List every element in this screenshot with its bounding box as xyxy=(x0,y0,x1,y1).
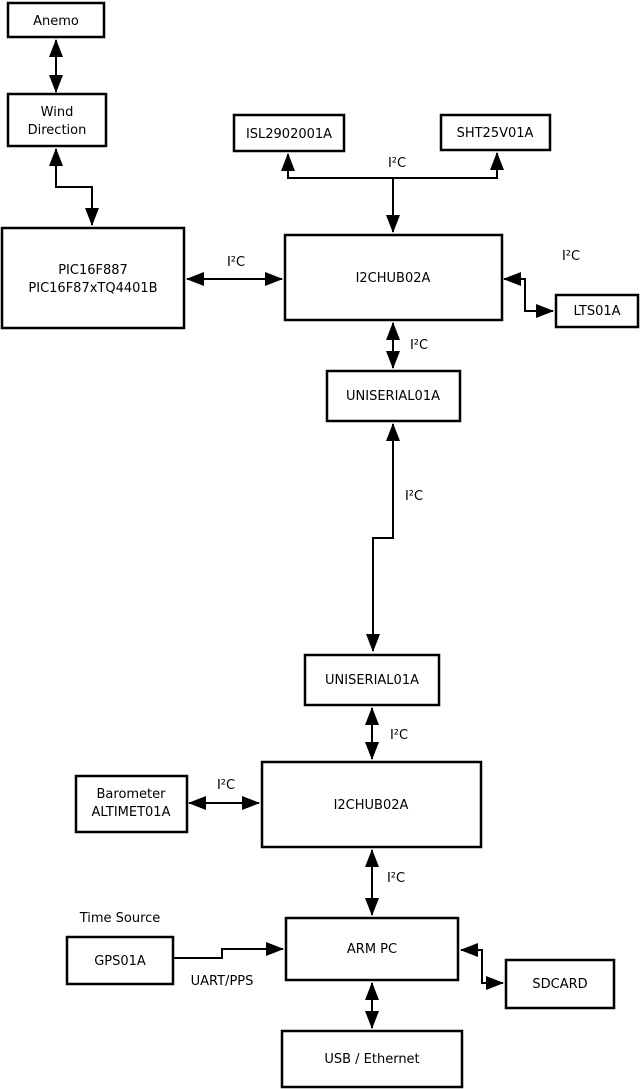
isl-label: ISL2902001A xyxy=(246,127,332,142)
anemo-box-rect xyxy=(6,1,106,39)
connector-hub-top-lts xyxy=(503,272,554,318)
lts-box: LTS01A xyxy=(554,293,640,329)
connector-wind-pic xyxy=(49,148,99,226)
lts-label: LTS01A xyxy=(573,304,620,319)
i2c-label-uniserial-link: I²C xyxy=(405,489,423,504)
anemo-box: Anemo xyxy=(6,1,106,39)
pic-box: PIC16F887 PIC16F87xTQ4401B xyxy=(0,226,186,330)
i2c-hub-top-box: I2CHUB02A xyxy=(283,233,504,322)
i2c-label-sensor-branch: I²C xyxy=(388,156,406,171)
uniserial-bottom-label: UNISERIAL01A xyxy=(325,673,419,688)
connector-uniserial-top-uniserial-bottom xyxy=(366,423,400,652)
i2c-hub-bottom-label: I2CHUB02A xyxy=(334,798,409,813)
i2c-label-uniserial-hub2: I²C xyxy=(390,728,408,743)
i2c-hub-bottom-box: I2CHUB02A xyxy=(260,760,483,849)
wind-direction-box-rect xyxy=(6,92,108,148)
gps-box-rect xyxy=(65,935,175,986)
sdcard-box-rect xyxy=(504,958,616,1010)
arm-pc-label: ARM PC xyxy=(347,942,397,957)
uniserial-top-box: UNISERIAL01A xyxy=(325,369,462,423)
uniserial-bottom-box: UNISERIAL01A xyxy=(303,653,441,707)
barometer-label-line1: Barometer xyxy=(97,787,167,802)
barometer-box: Barometer ALTIMET01A xyxy=(74,774,189,834)
uniserial-bottom-box-rect xyxy=(303,653,441,707)
i2c-label-pic-hub: I²C xyxy=(227,255,245,270)
usb-ethernet-label: USB / Ethernet xyxy=(324,1052,419,1067)
anemo-label: Anemo xyxy=(33,14,79,29)
time-source-label: Time Source xyxy=(79,911,161,926)
lts-box-rect xyxy=(554,293,640,329)
usb-ethernet-box: USB / Ethernet xyxy=(280,1029,464,1089)
i2c-label-hub2-armpc: I²C xyxy=(387,871,405,886)
arm-pc-box: ARM PC xyxy=(284,916,460,982)
arm-pc-box-rect xyxy=(284,916,460,982)
wind-direction-box: Wind Direction xyxy=(6,92,108,148)
isl-box-rect xyxy=(232,113,346,153)
pic-label-line2: PIC16F87xTQ4401B xyxy=(28,281,157,296)
isl-box: ISL2902001A xyxy=(232,113,346,153)
uniserial-top-label: UNISERIAL01A xyxy=(346,389,440,404)
pic-label-line1: PIC16F887 xyxy=(58,263,128,278)
i2c-label-hub-uniserial: I²C xyxy=(410,338,428,353)
pic-box-rect xyxy=(0,226,186,330)
usb-ethernet-box-rect xyxy=(280,1029,464,1089)
wind-direction-label-line2: Direction xyxy=(28,123,87,138)
connector-gps-armpc xyxy=(173,942,284,959)
sht-box: SHT25V01A xyxy=(439,113,552,152)
sdcard-box: SDCARD xyxy=(504,958,616,1010)
i2c-hub-bottom-box-rect xyxy=(260,760,483,849)
i2c-label-hub-lts: I²C xyxy=(562,249,580,264)
sht-box-rect xyxy=(439,113,552,152)
uart-pps-label: UART/PPS xyxy=(191,974,254,989)
connector-armpc-sdcard xyxy=(460,943,504,990)
gps-label: GPS01A xyxy=(94,954,146,969)
sht-label: SHT25V01A xyxy=(457,126,534,141)
barometer-box-rect xyxy=(74,774,189,834)
gps-box: GPS01A xyxy=(65,935,175,986)
wind-direction-label-line1: Wind xyxy=(41,105,74,120)
uniserial-top-box-rect xyxy=(325,369,462,423)
i2c-hub-top-box-rect xyxy=(283,233,504,322)
sdcard-label: SDCARD xyxy=(532,977,587,992)
barometer-label-line2: ALTIMET01A xyxy=(92,805,171,820)
i2c-label-barometer-hub2: I²C xyxy=(217,778,235,793)
i2c-hub-top-label: I2CHUB02A xyxy=(356,271,431,286)
